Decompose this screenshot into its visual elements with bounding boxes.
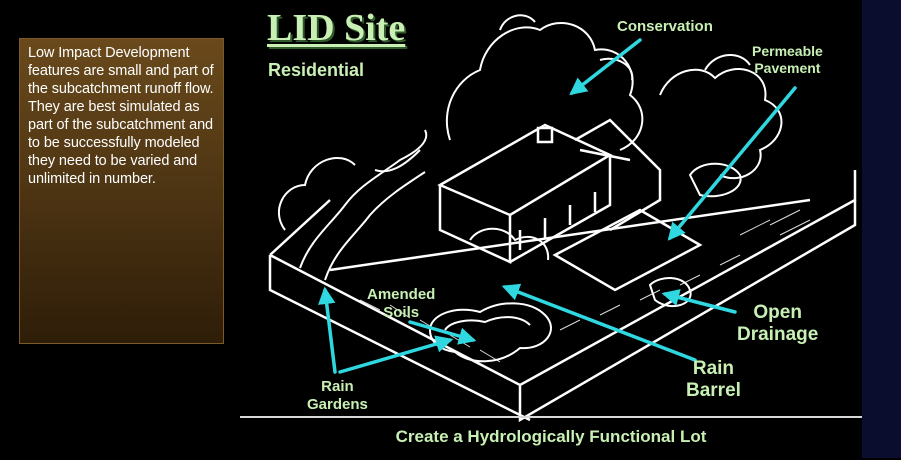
arrow-open-drainage (661, 289, 737, 314)
arrow-conservation (569, 38, 642, 96)
arrow-permeable-pavement (667, 86, 797, 241)
info-box: Low Impact Development features are smal… (19, 38, 224, 344)
right-edge-strip (862, 0, 901, 458)
label-rain-gardens: Rain Gardens (307, 378, 368, 413)
footer-bar: Create a Hydrologically Functional Lot (240, 416, 862, 460)
label-conservation: Conservation (617, 18, 713, 35)
page-title: LID Site (267, 7, 406, 49)
lot-hatching (359, 209, 811, 363)
house (437, 118, 662, 264)
tree-canopy (278, 14, 783, 261)
arrow-amended-soils (408, 320, 477, 345)
label-amended-soils: Amended Soils (367, 286, 436, 321)
callout-arrows (318, 38, 797, 374)
label-rain-barrel: Rain Barrel (686, 358, 741, 402)
arrow-rain-garden-left (318, 286, 337, 374)
info-text: Low Impact Development features are smal… (28, 45, 214, 187)
label-open-drainage: Open Drainage (737, 302, 819, 346)
arrow-rain-garden-right (338, 335, 454, 374)
lot-outline (268, 170, 857, 423)
label-permeable-pavement: Permeable Pavement (752, 43, 823, 76)
arrow-rain-barrel (501, 283, 697, 362)
page-subtitle: Residential (268, 60, 365, 80)
footer-text: Create a Hydrologically Functional Lot (395, 427, 707, 446)
